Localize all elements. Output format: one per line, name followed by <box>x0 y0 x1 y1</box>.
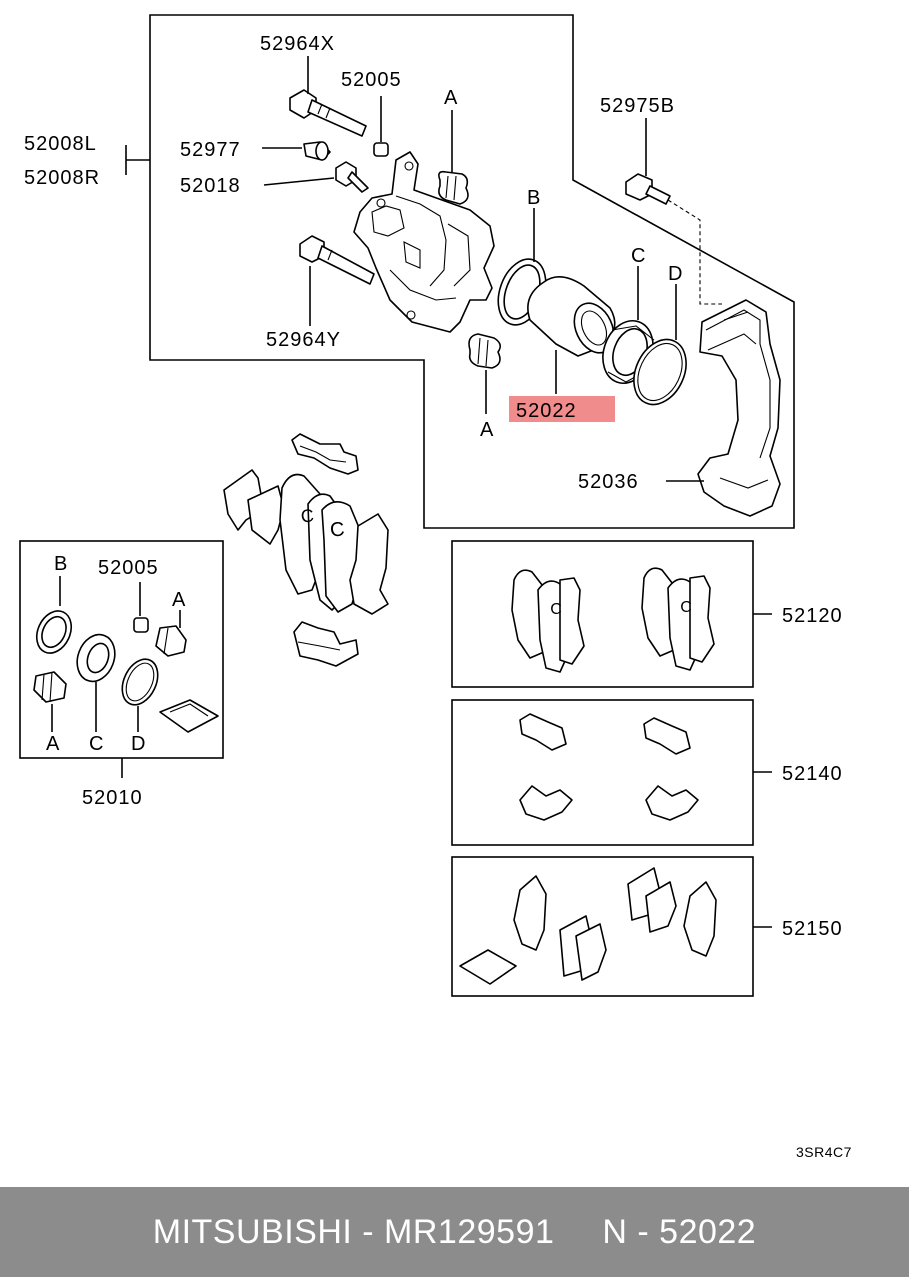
label-52120: 52120 <box>782 605 843 627</box>
bleeder-screw <box>335 161 369 193</box>
kit-label-A-bottom: A <box>46 733 60 755</box>
part-highlight <box>509 396 615 422</box>
kit-label-C: C <box>89 733 104 755</box>
svg-text:C: C <box>329 518 346 541</box>
label-A-top: A <box>444 87 458 109</box>
mounting-bolt <box>625 173 671 205</box>
bleeder-cap <box>303 141 331 161</box>
piston <box>527 276 616 357</box>
label-52022: 52022 <box>516 400 577 422</box>
seal-kit-parts <box>33 576 219 733</box>
footer-diagram-ref: N - 52022 <box>602 1212 757 1251</box>
bushing-top <box>373 142 389 157</box>
label-52008L: 52008L <box>24 133 97 155</box>
label-52018: 52018 <box>180 175 241 197</box>
label-52975B: 52975B <box>600 95 675 117</box>
svg-text:C: C <box>550 601 562 618</box>
label-52036: 52036 <box>578 471 639 493</box>
guide-pin-upper <box>289 89 367 137</box>
caliper-support <box>697 299 781 517</box>
label-B-top: B <box>527 187 541 209</box>
shim-set-drawing <box>459 867 717 985</box>
pad-set-drawing: C C <box>511 567 715 673</box>
label-52010: 52010 <box>82 787 143 809</box>
label-52140: 52140 <box>782 763 843 785</box>
label-52964Y: 52964Y <box>266 329 341 351</box>
label-52977: 52977 <box>180 139 241 161</box>
kit-label-D: D <box>131 733 146 755</box>
label-A-lower: A <box>480 419 494 441</box>
dust-boot-lower <box>468 333 502 369</box>
svg-text:C: C <box>300 505 315 526</box>
clip-set-drawing <box>519 713 699 821</box>
footer-bar: MITSUBISHI - MR129591 N - 52022 <box>0 1187 909 1277</box>
label-D-top: D <box>668 263 683 285</box>
caliper-body <box>353 151 495 333</box>
footer-brand-part: MITSUBISHI - MR129591 <box>152 1212 555 1251</box>
clip-set-frame <box>451 699 754 846</box>
label-C-top: C <box>631 245 646 267</box>
label-52150: 52150 <box>782 918 843 940</box>
kit-label-A-top: A <box>172 589 186 611</box>
loose-pads-group: C C <box>223 433 389 667</box>
svg-text:C: C <box>680 599 692 616</box>
parts-diagram: C C C C <box>19 14 852 1160</box>
kit-label-B: B <box>54 553 68 575</box>
caliper-assembly-frame <box>149 14 795 529</box>
label-52005-top: 52005 <box>341 69 402 91</box>
label-52008R: 52008R <box>24 167 100 189</box>
guide-pin-lower <box>299 235 375 285</box>
dust-boot-top <box>438 170 469 205</box>
drawing-reference: 3SR4C7 <box>796 1144 852 1160</box>
kit-label-52005: 52005 <box>98 557 159 579</box>
label-52964X: 52964X <box>260 33 335 55</box>
